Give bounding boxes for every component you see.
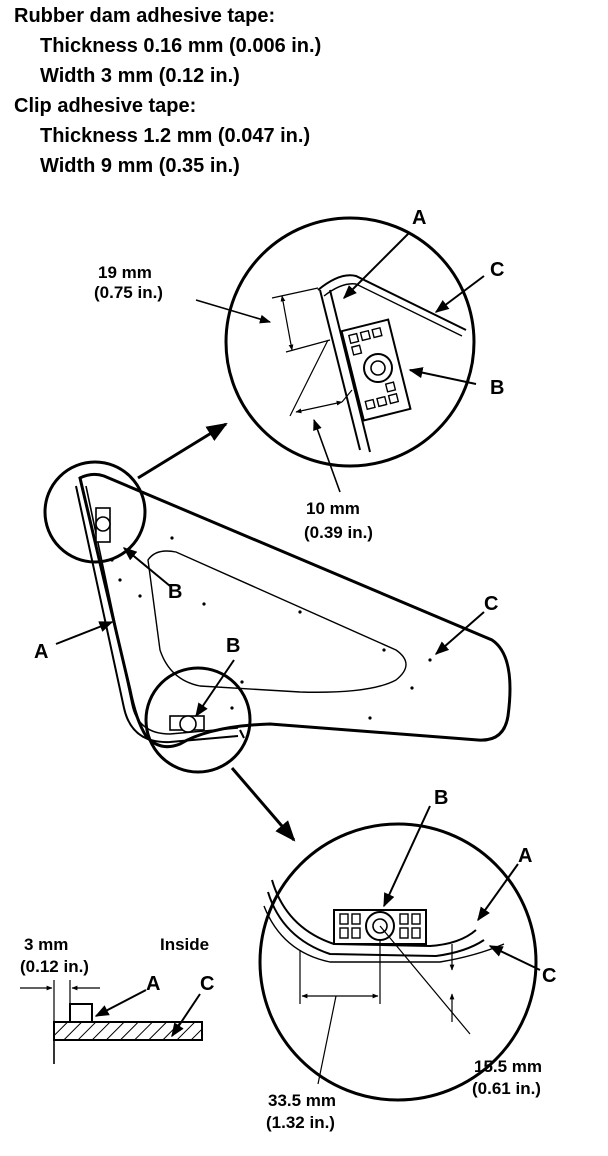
label-c-top: C xyxy=(490,259,504,281)
glass-panel xyxy=(75,472,512,749)
label-a-bottom: A xyxy=(518,845,532,867)
dim-10mm: 10 mm xyxy=(306,499,360,518)
label-b-top: B xyxy=(490,377,504,399)
rubber-dam-thickness: Thickness 0.16 mm (0.006 in.) xyxy=(40,35,322,57)
cross-section-view xyxy=(20,980,203,1064)
arrow-to-bottom-detail xyxy=(230,767,296,842)
dim-3mm-in: (0.12 in.) xyxy=(20,957,89,976)
dim-33-5mm: 33.5 mm xyxy=(268,1091,336,1110)
rubber-dam-tape-title: Rubber dam adhesive tape: xyxy=(14,5,276,27)
label-c-panel: C xyxy=(484,593,498,615)
clip-tape-title: Clip adhesive tape: xyxy=(14,95,197,117)
bottom-detail-view xyxy=(258,805,541,1102)
label-b-panel-top: B xyxy=(168,581,182,603)
dim-3mm: 3 mm xyxy=(24,935,68,954)
dim-19mm-in: (0.75 in.) xyxy=(94,283,163,302)
detail-circle-top-marker xyxy=(43,460,147,564)
dim-19mm: 19 mm xyxy=(98,263,152,282)
clip-width: Width 9 mm (0.35 in.) xyxy=(40,155,240,177)
dim-10mm-in: (0.39 in.) xyxy=(304,523,373,542)
inside-label: Inside xyxy=(160,935,209,954)
detail-circle-bottom-marker xyxy=(144,666,252,774)
label-a-top: A xyxy=(412,207,426,229)
dim-15-5mm: 15.5 mm xyxy=(474,1057,542,1076)
label-c-section: C xyxy=(200,973,214,995)
arrow-to-top-detail xyxy=(137,422,228,480)
dim-15-5mm-in: (0.61 in.) xyxy=(472,1079,541,1098)
dim-33-5mm-in: (1.32 in.) xyxy=(266,1113,335,1132)
label-b-panel-bottom: B xyxy=(226,635,240,657)
top-detail-view xyxy=(195,216,485,493)
label-a-section: A xyxy=(146,973,160,995)
label-a-panel: A xyxy=(34,641,48,663)
clip-thickness: Thickness 1.2 mm (0.047 in.) xyxy=(40,125,311,147)
label-c-bottom: C xyxy=(542,965,556,987)
rubber-dam-width: Width 3 mm (0.12 in.) xyxy=(40,65,240,87)
label-b-bottom: B xyxy=(434,787,448,809)
